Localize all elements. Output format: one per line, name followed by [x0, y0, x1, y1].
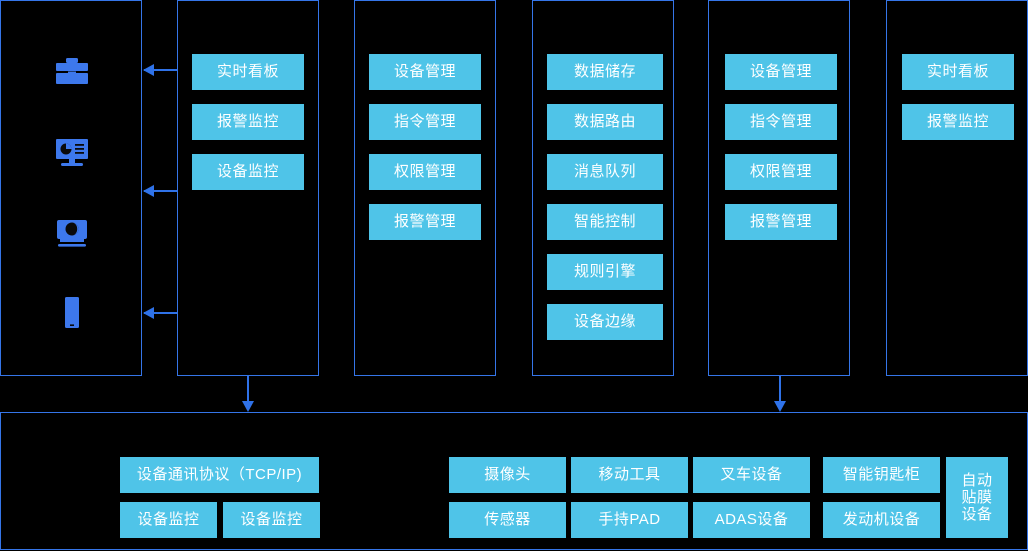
tile-message-queue[interactable]: 消息队列 — [547, 154, 663, 190]
tile-alarm-management-2[interactable]: 报警管理 — [725, 204, 837, 240]
projector-icon — [49, 209, 95, 255]
tile-data-routing[interactable]: 数据路由 — [547, 104, 663, 140]
tile-handheld-pad[interactable]: 手持PAD — [571, 502, 688, 538]
tile-command-management-2[interactable]: 指令管理 — [725, 104, 837, 140]
panel-infrastructure: 设备通讯协议（TCP/IP) 设备监控 设备监控 摄像头 移动工具 叉车设备 智… — [0, 412, 1028, 550]
arrow-management2-to-infrastructure — [774, 376, 786, 412]
tile-smart-key-cabinet[interactable]: 智能钥匙柜 — [823, 457, 940, 493]
tile-alarm-monitor[interactable]: 报警监控 — [192, 104, 304, 140]
arrow-monitoring-to-clients-2 — [143, 185, 177, 197]
tile-device-comm-protocol[interactable]: 设备通讯协议（TCP/IP) — [120, 457, 319, 493]
tile-device-management[interactable]: 设备管理 — [369, 54, 481, 90]
tile-alarm-management[interactable]: 报警管理 — [369, 204, 481, 240]
arrow-monitoring-to-clients-1 — [143, 64, 177, 76]
arrow-monitoring-to-clients-3 — [143, 307, 177, 319]
briefcase-icon — [49, 49, 95, 95]
tile-realtime-board-2[interactable]: 实时看板 — [902, 54, 1014, 90]
tile-permission-management-2[interactable]: 权限管理 — [725, 154, 837, 190]
tile-data-storage[interactable]: 数据储存 — [547, 54, 663, 90]
tile-alarm-monitor-2[interactable]: 报警监控 — [902, 104, 1014, 140]
panel-monitoring-2: 实时看板 报警监控 — [886, 0, 1028, 376]
tile-permission-management[interactable]: 权限管理 — [369, 154, 481, 190]
tile-device-monitor-bottom-1[interactable]: 设备监控 — [120, 502, 217, 538]
tile-forklift-device[interactable]: 叉车设备 — [693, 457, 810, 493]
panel-management-2: 设备管理 指令管理 权限管理 报警管理 — [708, 0, 850, 376]
tile-command-management[interactable]: 指令管理 — [369, 104, 481, 140]
panel-monitoring: 实时看板 报警监控 设备监控 — [177, 0, 319, 376]
tile-rule-engine[interactable]: 规则引擎 — [547, 254, 663, 290]
tile-adas-device[interactable]: ADAS设备 — [693, 502, 810, 538]
tile-device-edge[interactable]: 设备边缘 — [547, 304, 663, 340]
desktop-monitor-chart-icon — [49, 129, 95, 175]
tile-sensor[interactable]: 传感器 — [449, 502, 566, 538]
panel-platform: 数据储存 数据路由 消息队列 智能控制 规则引擎 设备边缘 — [532, 0, 674, 376]
mobile-phone-icon — [49, 289, 95, 335]
tile-realtime-board[interactable]: 实时看板 — [192, 54, 304, 90]
tile-smart-control[interactable]: 智能控制 — [547, 204, 663, 240]
tile-camera[interactable]: 摄像头 — [449, 457, 566, 493]
panel-clients — [0, 0, 142, 376]
tile-mobile-tool[interactable]: 移动工具 — [571, 457, 688, 493]
tile-device-monitor-bottom-2[interactable]: 设备监控 — [223, 502, 320, 538]
tile-device-monitor[interactable]: 设备监控 — [192, 154, 304, 190]
tile-engine-device[interactable]: 发动机设备 — [823, 502, 940, 538]
tile-auto-film-device[interactable]: 自动贴膜设备 — [946, 457, 1008, 538]
arrow-monitoring-to-infrastructure — [242, 376, 254, 412]
tile-device-management-2[interactable]: 设备管理 — [725, 54, 837, 90]
panel-management: 设备管理 指令管理 权限管理 报警管理 — [354, 0, 496, 376]
